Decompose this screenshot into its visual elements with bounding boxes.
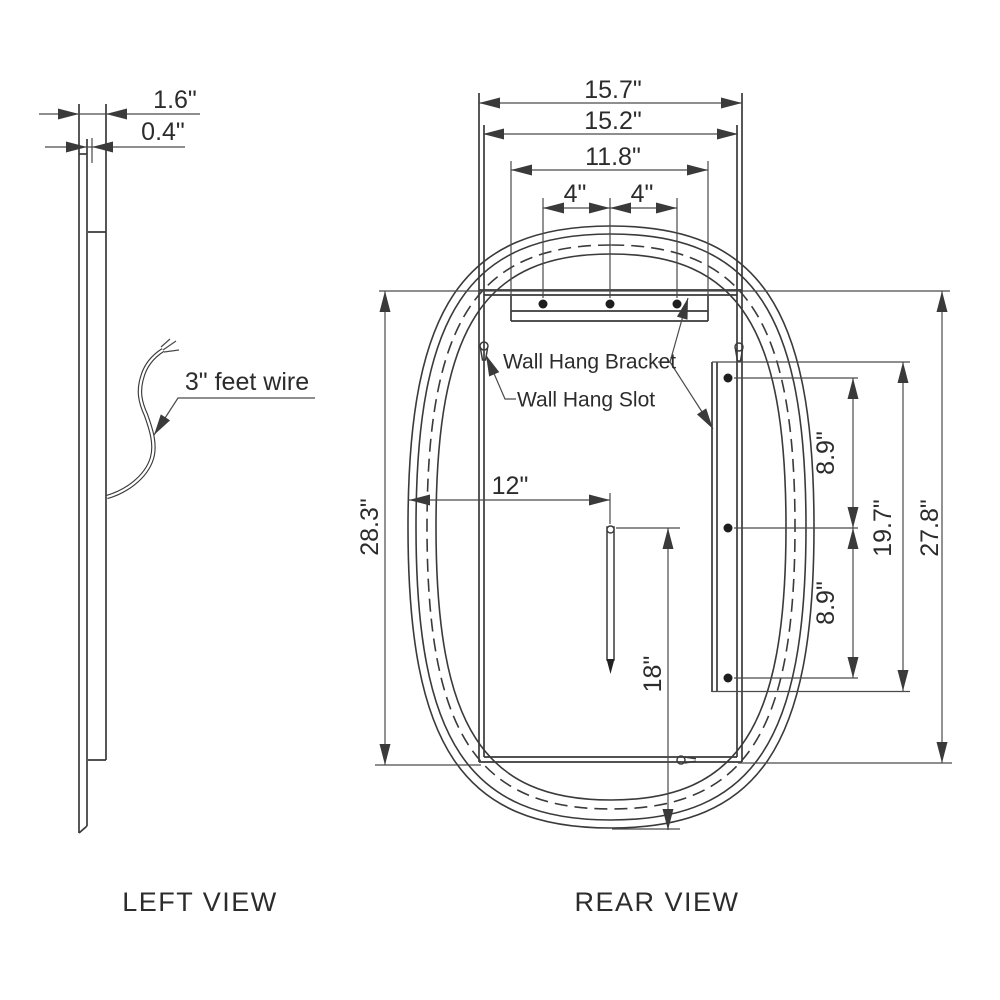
arrowhead — [58, 108, 79, 120]
rail-left-edges — [711, 362, 718, 692]
ext-sensor — [612, 527, 680, 830]
dim-width-outer-label: 15.7" — [584, 76, 642, 104]
wire-leader-line — [153, 397, 315, 436]
bracket-screw-right — [672, 299, 682, 309]
dim-offset-left-label: 12" — [492, 472, 529, 500]
oval-led-dashed-line — [426, 244, 796, 810]
sensor-bottom-tip — [606, 659, 615, 674]
slot-keyhole-right — [734, 342, 744, 352]
arrowhead — [696, 408, 713, 429]
arrowhead — [936, 742, 948, 763]
power-wire: 3" feet wire — [106, 338, 315, 500]
dimension-arrowheads — [58, 97, 948, 830]
arrowhead — [486, 355, 500, 377]
dim-screw-right-label: 4" — [631, 180, 654, 208]
arrowhead — [511, 164, 532, 176]
bracket-label: Wall Hang Bracket — [503, 351, 676, 374]
dim-rail-upper-label: 8.9" — [812, 431, 840, 475]
dim-width-inner-label: 15.2" — [584, 107, 642, 135]
bracket-screw-left — [538, 299, 548, 309]
arrowhead — [409, 494, 430, 506]
dim-glass-label: 0.4" — [141, 118, 185, 146]
oval-inner-edge — [435, 253, 787, 801]
dim-sensor-bottom-label: 18" — [639, 656, 667, 693]
slot-taper-left — [479, 348, 489, 361]
arrowhead — [847, 378, 859, 399]
wire-outline — [106, 348, 165, 500]
dim-rail-lower-label: 8.9" — [812, 581, 840, 625]
arrowhead — [66, 141, 87, 153]
arrowhead — [610, 202, 631, 214]
rail-screw-bottom — [723, 673, 733, 683]
arrowhead — [483, 128, 504, 140]
arrowhead — [379, 744, 391, 765]
ext-bracket-width — [510, 161, 709, 311]
dim-depth-label: 1.6" — [153, 86, 197, 114]
slot-taper-right — [734, 349, 744, 362]
left-view-dimensions: 1.6" 0.4" — [39, 86, 200, 148]
left-view-profile — [78, 104, 107, 834]
sensor-top-knob — [606, 525, 615, 534]
arrowhead — [662, 528, 674, 549]
arrowhead — [847, 528, 859, 549]
arrowhead — [897, 362, 909, 383]
arrowhead — [676, 298, 688, 320]
sensor-bar — [606, 526, 615, 661]
ext-rail-screws — [734, 377, 858, 679]
arrowhead — [717, 128, 738, 140]
dim-height-inner-label: 27.8" — [916, 499, 944, 557]
dim-screw-left-label: 4" — [564, 180, 587, 208]
ext-screws — [542, 198, 678, 298]
arrowhead — [936, 291, 948, 312]
rear-dimension-lines — [375, 102, 952, 830]
arrowhead — [479, 97, 500, 109]
oval-outer-edge — [407, 225, 815, 829]
left-view-caption: LEFT VIEW — [122, 887, 278, 917]
arrowhead — [687, 164, 708, 176]
wire-frayed-end — [160, 338, 180, 353]
dim-height-outer-label: 28.3" — [356, 498, 384, 556]
arrowhead — [379, 291, 391, 312]
slot-taper-bottom — [684, 756, 697, 764]
touch-sensor — [606, 525, 615, 674]
arrowhead — [589, 202, 610, 214]
arrowhead — [92, 141, 113, 153]
ext-rail-ends — [712, 361, 910, 693]
wall-hang-slots — [479, 341, 744, 765]
slot-keyhole-bottom — [676, 755, 686, 765]
arrowhead — [897, 670, 909, 691]
bracket-screw-center — [605, 299, 615, 309]
glass-bottom-cap — [78, 825, 88, 834]
wire-core — [106, 349, 164, 499]
arrowhead — [847, 507, 859, 528]
rear-dimension-labels: 15.7" 15.2" 11.8" 4" 4" 12" 28.3" 27.8" … — [356, 76, 944, 692]
rail-screw-top — [723, 373, 733, 383]
wall-hang-bracket-bar — [510, 296, 709, 322]
arrowhead — [847, 657, 859, 678]
rail-screw-middle — [723, 523, 733, 533]
arrowhead — [154, 414, 171, 435]
rear-view-caption: REAR VIEW — [574, 887, 739, 917]
arrowhead — [656, 202, 677, 214]
slot-keyhole-left — [479, 341, 489, 351]
arrowhead — [543, 202, 564, 214]
arrowhead — [721, 97, 742, 109]
arrowhead — [106, 108, 127, 120]
arrowhead — [589, 494, 610, 506]
dim-bracket-width-label: 11.8" — [585, 143, 641, 171]
wire-label: 3" feet wire — [185, 368, 309, 396]
slot-label: Wall Hang Slot — [517, 389, 655, 412]
arrowhead — [662, 809, 674, 830]
side-hang-rail — [711, 362, 733, 692]
dim-rail-label: 19.7" — [869, 499, 897, 557]
